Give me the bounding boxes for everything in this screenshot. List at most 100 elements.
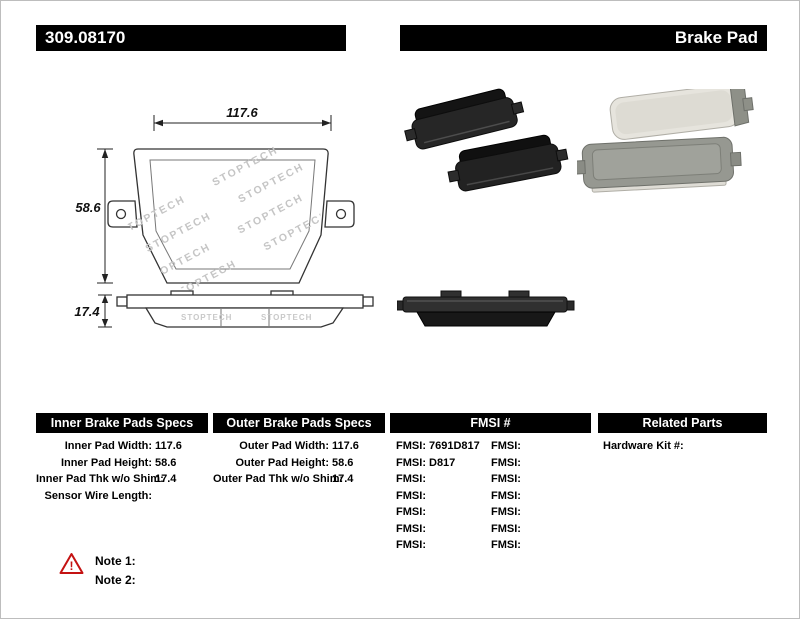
fmsi-row: FMSI: [390, 471, 496, 488]
spec-label: Inner Pad Width: [64, 440, 152, 453]
side-right-tab [362, 296, 374, 307]
spec-row: Outer Pad Thk w/o Shim: 17.4 [213, 471, 385, 488]
spec-label: Sensor Wire Length: [44, 489, 152, 502]
fmsi-label: FMSI: [396, 522, 426, 535]
product-photo-pads-dark [404, 88, 569, 192]
fmsi-label: FMSI: [491, 456, 521, 469]
height-dimension: 58.6 [75, 148, 113, 284]
fmsi-value: 7691D817 [429, 440, 480, 453]
fmsi-row: FMSI: [390, 504, 496, 521]
width-dimension-label: 117.6 [226, 105, 258, 120]
related-parts-header: Related Parts [598, 413, 767, 433]
part-number-bar: 309.08170 [36, 25, 346, 51]
side-left-tab [116, 296, 128, 307]
spec-label: Outer Pad Thk w/o Shim: [213, 473, 344, 486]
fmsi-rows-col1: FMSI: 7691D817 FMSI: D817 FMSI: FMSI: FM… [390, 438, 496, 554]
spec-value: 58.6 [155, 456, 177, 469]
related-label: Hardware Kit #: [603, 440, 684, 453]
fmsi-label: FMSI: [491, 522, 521, 535]
fmsi-label: FMSI: [396, 539, 426, 552]
thickness-dimension-label: 17.4 [74, 304, 100, 319]
spec-label: Outer Pad Height: [235, 456, 329, 469]
spec-label: Inner Pad Thk w/o Shim: [36, 473, 164, 486]
fmsi-rows-col2: FMSI: FMSI: FMSI: FMSI: FMSI: FMSI: FMSI… [491, 438, 591, 554]
thickness-dimension: 17.4 [74, 294, 112, 328]
right-ear-hole [335, 208, 347, 220]
side-view-technical-drawing: 17.4 STOPTECH STOPTECH [74, 290, 374, 328]
spec-row: Inner Pad Thk w/o Shim: 17.4 [36, 471, 208, 488]
fmsi-row: FMSI: [491, 537, 591, 554]
fmsi-header: FMSI # [390, 413, 591, 433]
outer-specs-header: Outer Brake Pads Specs [213, 413, 385, 433]
fmsi-row: FMSI: [491, 504, 591, 521]
fmsi-row: FMSI: D817 [390, 455, 496, 472]
fmsi-label: FMSI: [491, 489, 521, 502]
watermark-text: STOPTECH [181, 313, 232, 322]
fmsi-label: FMSI: [396, 456, 426, 469]
inner-specs-title: Inner Brake Pads Specs [50, 416, 194, 430]
watermark-text: STOPTECH [261, 313, 312, 322]
pad-outline [133, 148, 329, 284]
svg-text:!: ! [70, 559, 74, 573]
edge-friction [416, 311, 556, 327]
note-2-label: Note 2: [95, 573, 136, 587]
ceramic-pad-2 [577, 136, 742, 193]
spec-value: 117.6 [332, 440, 359, 453]
dark-pad-1 [404, 88, 525, 150]
fmsi-title: FMSI # [470, 416, 511, 430]
backing-plate-edge [126, 294, 364, 309]
spec-value: 117.6 [155, 440, 182, 453]
outer-specs-title: Outer Brake Pads Specs [226, 416, 372, 430]
fmsi-label: FMSI: [491, 506, 521, 519]
product-photo-pad-edge [397, 290, 575, 327]
inner-specs-rows: Inner Pad Width: 117.6 Inner Pad Height:… [36, 438, 208, 504]
product-title-bar: Brake Pad [400, 25, 767, 51]
spec-row: Inner Pad Height: 58.6 [36, 455, 208, 472]
fmsi-row: FMSI: 7691D817 [390, 438, 496, 455]
edge-right-tab [566, 300, 575, 311]
height-dimension-label: 58.6 [75, 200, 101, 215]
width-dimension: 117.6 [153, 105, 332, 131]
spec-row: Outer Pad Height: 58.6 [213, 455, 385, 472]
outer-specs-rows: Outer Pad Width: 117.6 Outer Pad Height:… [213, 438, 385, 488]
front-view-technical-drawing: 117.6 58.6 STOPTECH STOPTECH STOPTECH ST… [75, 105, 355, 303]
product-title: Brake Pad [674, 28, 758, 47]
product-photo-pads-ceramic [577, 89, 754, 193]
spec-label: Inner Pad Height: [60, 456, 152, 469]
fmsi-label: FMSI: [491, 440, 521, 453]
spec-value: 17.4 [332, 473, 354, 486]
fmsi-label: FMSI: [491, 539, 521, 552]
note-1-label: Note 1: [95, 554, 136, 568]
spec-row: Sensor Wire Length: [36, 488, 208, 505]
fmsi-label: FMSI: [396, 489, 426, 502]
fmsi-label: FMSI: [396, 506, 426, 519]
warning-icon: ! [59, 553, 84, 574]
fmsi-label: FMSI: [491, 473, 521, 486]
fmsi-row: FMSI: [491, 455, 591, 472]
spec-value: 17.4 [155, 473, 177, 486]
dark-pad-2 [447, 134, 569, 192]
ceramic-pad-1 [609, 89, 754, 140]
fmsi-row: FMSI: [390, 537, 496, 554]
edge-backing-plate [402, 296, 568, 313]
fmsi-row: FMSI: [491, 438, 591, 455]
friction-contour [149, 159, 316, 270]
fmsi-value: D817 [429, 456, 456, 469]
fmsi-row: FMSI: [491, 488, 591, 505]
spec-value: 58.6 [332, 456, 354, 469]
left-ear-hole [115, 208, 127, 220]
fmsi-label: FMSI: [396, 473, 426, 486]
related-parts-title: Related Parts [642, 416, 723, 430]
friction-edge [144, 307, 345, 328]
part-number: 309.08170 [45, 28, 126, 47]
fmsi-row: FMSI: [491, 471, 591, 488]
fmsi-row: FMSI: [491, 521, 591, 538]
spec-row: Inner Pad Width: 117.6 [36, 438, 208, 455]
related-row: Hardware Kit #: [598, 438, 767, 455]
spec-row: Outer Pad Width: 117.6 [213, 438, 385, 455]
inner-specs-header: Inner Brake Pads Specs [36, 413, 208, 433]
fmsi-row: FMSI: [390, 488, 496, 505]
related-parts-rows: Hardware Kit #: [598, 438, 767, 455]
fmsi-row: FMSI: [390, 521, 496, 538]
